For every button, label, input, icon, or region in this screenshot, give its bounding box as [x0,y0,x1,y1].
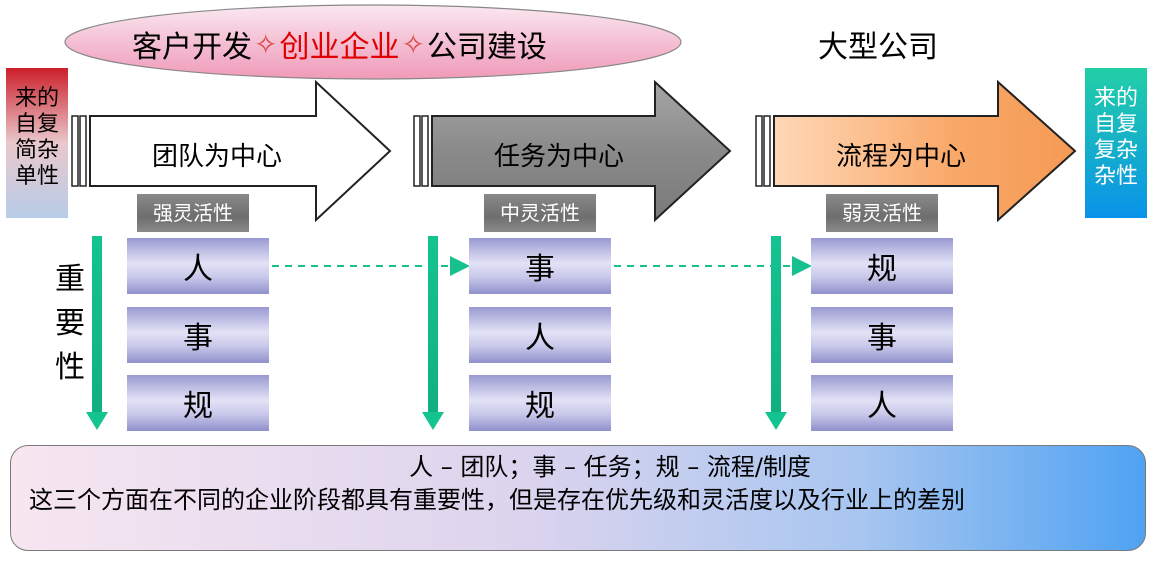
stage3-item-1: 规 [811,238,953,294]
team-center-arrow [71,79,392,223]
process-center-arrow [755,79,1077,223]
importance-arrow-2 [422,236,444,430]
arrow-label-process: 流程为中心 [836,142,967,172]
right-complexity-label: 来的 自复 复杂 杂性 [1093,86,1138,189]
arrow-label-team: 团队为中心 [152,142,283,172]
left-stage-title: 客户开发 ✧ 创业企业 ✧ 公司建设 [132,22,547,66]
note-box: 人 – 团队；事 – 任务；规 – 流程/制度 这三个方面在不同的企业阶段都具有… [10,445,1146,551]
arrow-label-task: 任务为中心 [494,142,625,172]
stage2-item-1: 事 [469,238,611,294]
importance-label: 重 要 性 [55,262,85,385]
stage1-item-3: 规 [127,375,269,431]
importance-arrow-3 [765,236,787,430]
title-customer-development: 客户开发 [132,30,252,65]
left-complexity-label: 来的 自复 简杂 单性 [14,86,59,189]
right-stage-title: 大型公司 [818,30,938,65]
title-startup: 创业企业 [279,30,400,65]
note-description: 这三个方面在不同的企业阶段都具有重要性，但是存在优先级和灵活度以及行业上的差别 [29,486,965,514]
flexibility-weak: 弱灵活性 [826,194,938,232]
importance-arrow-1 [86,236,108,430]
stage2-item-2: 人 [469,307,611,363]
star-icon: ✧ [254,27,278,61]
flexibility-strong: 强灵活性 [137,194,249,232]
star-icon: ✧ [401,27,425,61]
stage3-item-2: 事 [811,307,953,363]
left-complexity-bar [6,68,68,218]
stage2-item-3: 规 [469,375,611,431]
title-company-building: 公司建设 [426,30,547,65]
stage1-item-2: 事 [127,307,269,363]
stage1-item-1: 人 [127,238,269,294]
stage3-item-3: 人 [811,375,953,431]
note-legend: 人 – 团队；事 – 任务；规 – 流程/制度 [409,453,811,481]
task-center-arrow [413,79,732,223]
right-complexity-bar [1085,68,1147,218]
flexibility-medium: 中灵活性 [484,194,596,232]
title-ellipse [64,4,682,80]
